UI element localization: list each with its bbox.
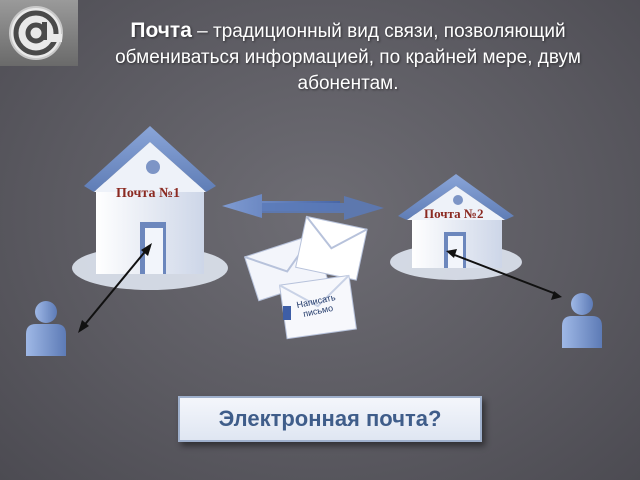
person-icon	[26, 301, 66, 356]
title-description: – традиционный вид связи, позволяющий об…	[115, 21, 581, 94]
title-keyword: Почта	[130, 19, 192, 42]
person-icon	[562, 293, 602, 348]
house-icon	[72, 126, 228, 290]
at-sign-logo	[0, 0, 78, 66]
connection-arrow-left	[78, 243, 152, 333]
house-label-right: Почта №2	[424, 206, 484, 221]
at-sign-icon	[9, 6, 63, 60]
house-icon	[390, 174, 522, 280]
email-question-text: Электронная почта?	[218, 406, 442, 431]
house-label-left: Почта №1	[116, 186, 181, 201]
email-question-box[interactable]: Электронная почта?	[178, 396, 482, 442]
double-arrow-icon	[222, 194, 384, 220]
envelope-icon	[243, 215, 368, 340]
connection-arrow-right	[446, 249, 562, 300]
page-title: Почта – традиционный вид связи, позволяю…	[78, 18, 618, 97]
